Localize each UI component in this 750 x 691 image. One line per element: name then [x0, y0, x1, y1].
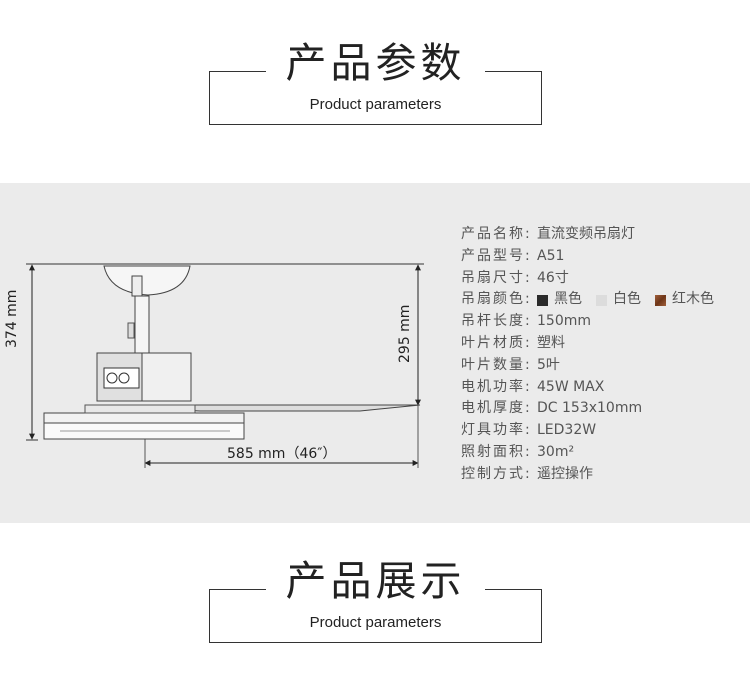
spec-row-motor-thickness: 电机厚度: DC 153x10mm [461, 398, 714, 420]
color-option-black: 黑色 [537, 289, 582, 311]
color-label: 红木色 [672, 291, 714, 308]
spec-value: 塑料 [537, 334, 565, 351]
spec-row-color: 吊扇颜色: 黑色 白色 红木色 [461, 289, 714, 311]
spec-row-model: 产品型号: A51 [461, 246, 714, 268]
section-subtitle: Product parameters [309, 96, 442, 113]
dimension-blade-width: 585 mm（46″） [227, 446, 337, 462]
spec-label: 控制方式: [461, 465, 532, 482]
spec-row-light-power: 灯具功率: LED32W [461, 420, 714, 442]
spec-label: 吊杆长度: [461, 313, 532, 330]
color-label: 白色 [613, 291, 641, 308]
spec-label: 叶片材质: [461, 334, 532, 351]
section-title: 产品参数 [285, 39, 466, 87]
spec-value: 5叶 [537, 356, 560, 373]
dimension-height-rod: 295 mm [397, 304, 413, 363]
spec-row-size: 吊扇尺寸: 46寸 [461, 268, 714, 290]
mahogany-swatch [655, 294, 666, 306]
black-swatch [537, 294, 548, 306]
spec-row-blade-material: 叶片材质: 塑料 [461, 333, 714, 355]
spec-label: 电机功率: [461, 378, 532, 395]
fan-dimension-diagram [26, 263, 424, 468]
spec-label: 叶片数量: [461, 356, 532, 373]
color-option-white: 白色 [596, 289, 641, 311]
section-header-parameters: 产品参数 Product parameters [209, 40, 542, 125]
spec-row-motor-power: 电机功率: 45W MAX [461, 377, 714, 399]
spec-label: 吊扇颜色: [461, 291, 532, 308]
spec-value: 45W MAX [537, 378, 605, 395]
spec-value: 遥控操作 [537, 465, 593, 482]
spec-value: A51 [537, 247, 565, 264]
spec-label: 照射面积: [461, 443, 532, 460]
spec-value: 150mm [537, 313, 591, 330]
spec-row-rod-length: 吊杆长度: 150mm [461, 311, 714, 333]
color-options: 黑色 白色 红木色 [537, 289, 714, 311]
spec-label: 电机厚度: [461, 400, 532, 417]
spec-value: 直流变频吊扇灯 [537, 226, 635, 242]
spec-value: DC 153x10mm [537, 400, 643, 417]
spec-row-name: 产品名称: 直流变频吊扇灯 [461, 224, 714, 246]
parameters-panel: 374 mm 295 mm 585 mm（46″） [0, 183, 750, 523]
section-title: 产品展示 [285, 557, 466, 605]
spec-label: 灯具功率: [461, 422, 532, 439]
spec-label: 吊扇尺寸: [461, 269, 532, 286]
section-subtitle: Product parameters [309, 614, 442, 631]
dimension-height-total: 374 mm [4, 289, 20, 348]
spec-label: 产品型号: [461, 247, 532, 264]
section-header-showcase: 产品展示 Product parameters [209, 558, 542, 643]
spec-row-control: 控制方式: 遥控操作 [461, 464, 714, 486]
spec-row-coverage-area: 照射面积: 30m² [461, 442, 714, 464]
color-label: 黑色 [554, 291, 582, 308]
spec-value: LED32W [537, 422, 597, 439]
spec-list: 产品名称: 直流变频吊扇灯 产品型号: A51 吊扇尺寸: 46寸 吊扇颜色: … [461, 224, 714, 486]
white-swatch [596, 294, 607, 306]
color-option-mahogany: 红木色 [655, 289, 714, 311]
spec-row-blade-count: 叶片数量: 5叶 [461, 355, 714, 377]
spec-value: 30m² [537, 443, 575, 460]
spec-label: 产品名称: [461, 226, 532, 242]
spec-value: 46寸 [537, 269, 569, 286]
